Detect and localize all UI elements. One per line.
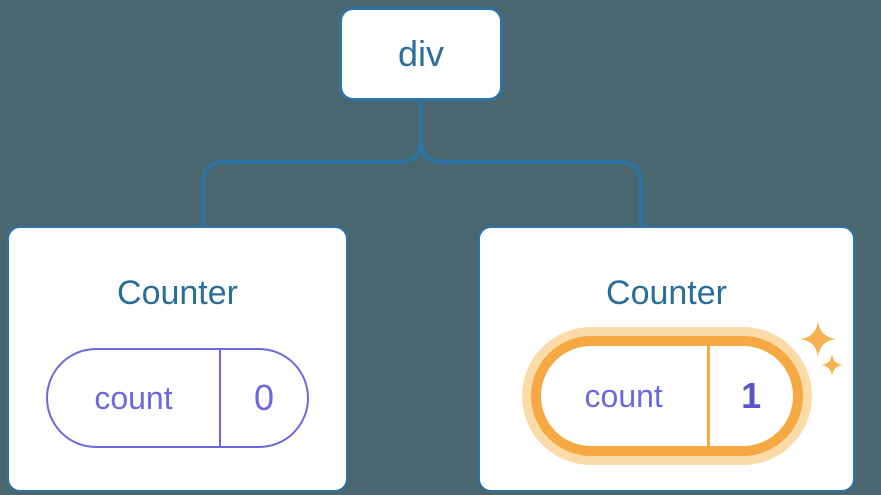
pill-divider [706,346,710,446]
state-key-label: count [584,378,663,414]
state-value-label: 0 [253,377,274,418]
counter-card-left: Counter count 0 [7,226,348,492]
component-title: Counter [606,274,727,312]
state-key-label: count [94,380,173,416]
state-value-label: 1 [741,375,762,416]
state-pill-count-0: count 0 [46,348,309,448]
counter-card-right: Counter count 1 [478,226,855,492]
pill-divider [218,350,221,446]
root-node-label: div [397,33,445,74]
sparkle-small [821,354,843,376]
component-title: Counter [117,274,238,312]
connector-left-branch [201,101,423,228]
connector-right-branch [419,101,643,228]
sparkle-large [800,321,836,357]
state-pill-count-1-highlighted: count 1 [530,336,803,456]
sparkle-icon [800,321,843,376]
root-node: div [339,7,503,101]
